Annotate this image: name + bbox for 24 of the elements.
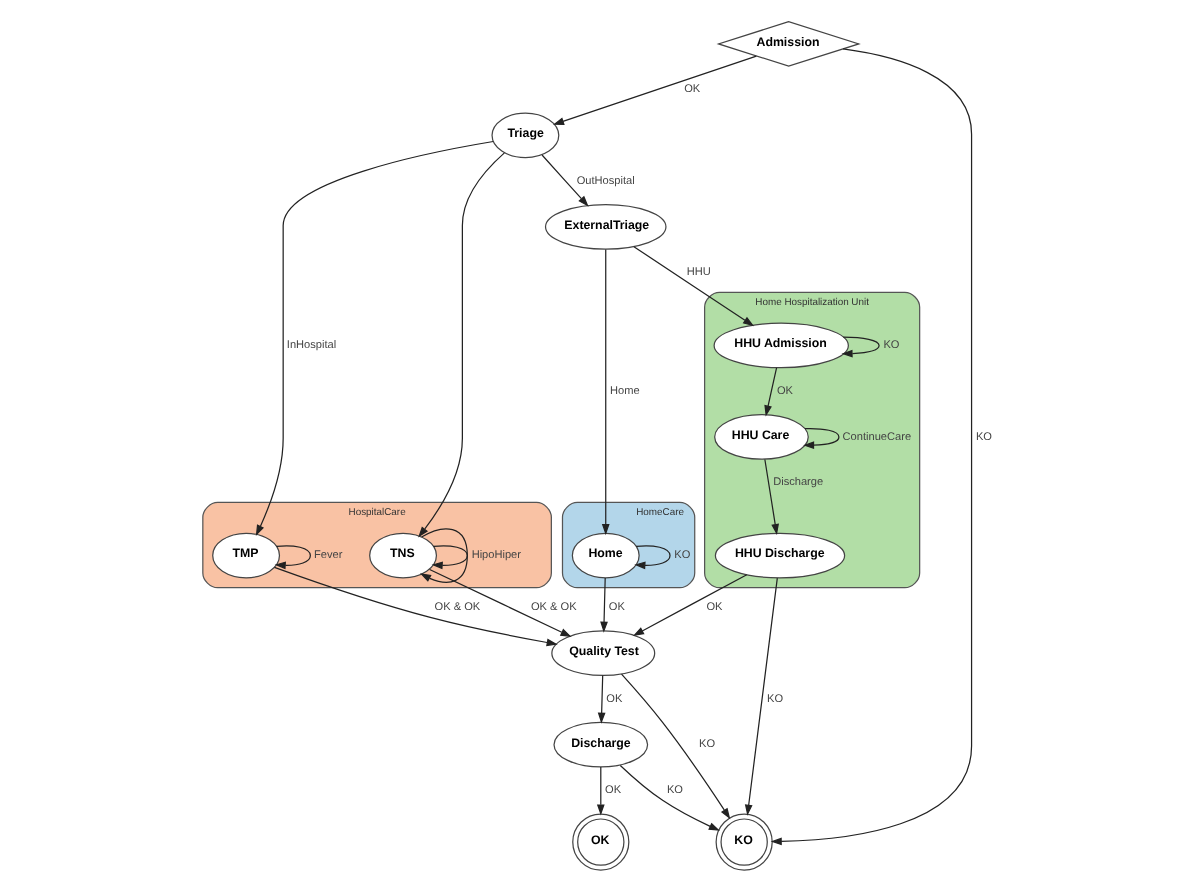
arrow xyxy=(272,566,557,647)
arrow xyxy=(802,427,839,450)
arrow xyxy=(763,367,777,417)
arrow xyxy=(596,674,605,724)
arrow xyxy=(551,55,756,125)
arrow xyxy=(743,577,777,816)
arrow xyxy=(599,577,607,633)
arrow xyxy=(619,673,730,820)
arrow xyxy=(633,545,670,570)
arrow xyxy=(418,528,467,583)
arrow xyxy=(417,152,505,538)
arrow xyxy=(595,766,604,816)
arrow xyxy=(632,246,754,327)
arrow xyxy=(769,48,972,846)
arrow xyxy=(600,248,609,536)
arrow xyxy=(273,545,310,570)
arrow xyxy=(430,545,467,570)
arrow xyxy=(618,764,719,831)
arrow xyxy=(428,568,571,637)
arrow xyxy=(540,154,588,207)
arrow xyxy=(254,140,493,537)
arrow xyxy=(763,458,778,535)
arrow xyxy=(840,336,879,358)
arrow xyxy=(631,574,747,636)
